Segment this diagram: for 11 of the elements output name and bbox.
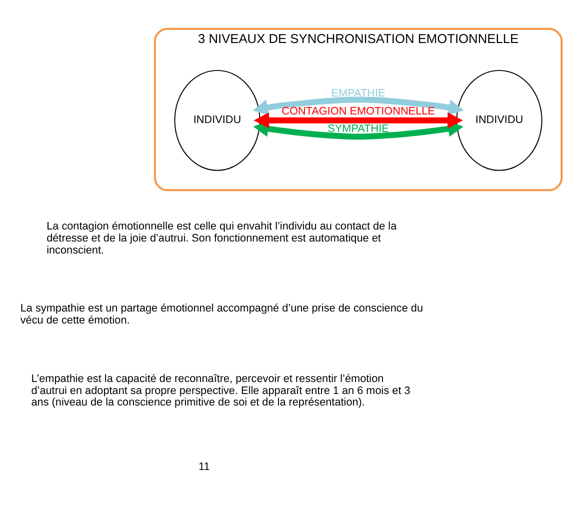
node-ellipse: INDIVIDU <box>456 70 542 171</box>
label: La sympathie est un partage émotionnel accompagné d’une prise de conscience du vécu de cette émotion. <box>20 302 424 327</box>
node-ellipse: INDIVIDU <box>174 70 260 171</box>
label: L’empathie est la capacité de reconnaître, percevoir et ressentir l’émotion d’autrui en adoptant sa propre perspective. Elle apparaît entre 1 an 6 mois et 3 ans (niveau de la conscience primitive de soi et de la représentation). <box>31 372 410 409</box>
label: 11 <box>198 461 210 473</box>
arrow <box>254 112 463 128</box>
edge-label: EMPATHIE <box>331 87 386 100</box>
label: La contagion émotionnelle est celle qui envahit l’individu au contact de la détresse et de la joie d’autrui. Son fonctionnement est automatique et inconscient. <box>46 220 397 256</box>
edge-label: CONTAGION EMOTIONNELLE <box>282 105 435 118</box>
edge-label: SYMPATHIE <box>328 123 389 136</box>
arrow <box>252 96 464 116</box>
